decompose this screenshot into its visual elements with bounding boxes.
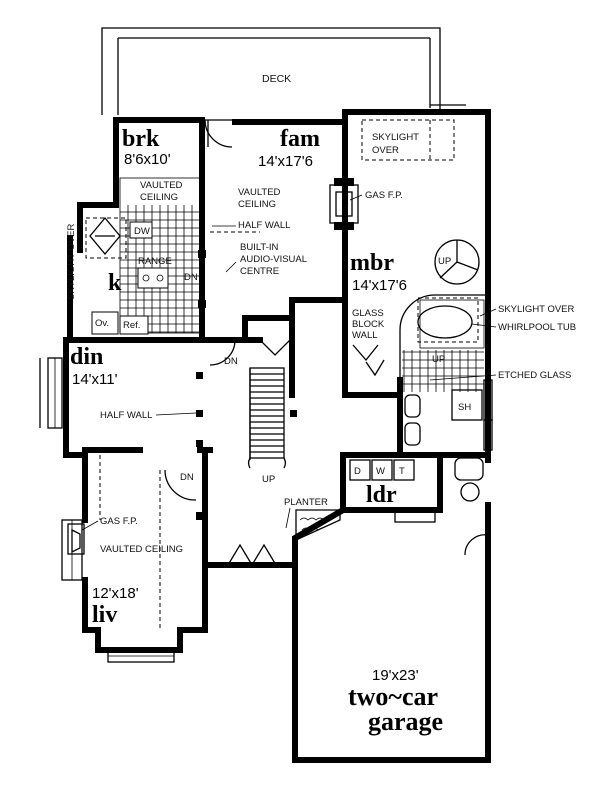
mbr-name: mbr: [350, 250, 394, 276]
columns: [196, 250, 297, 520]
vaulted-ceiling-brk-2: CEILING: [140, 192, 178, 203]
half-wall-din: HALF WALL: [100, 410, 152, 421]
fam-dim: 14'x17'6: [258, 153, 313, 170]
din-dim: 14'x11': [72, 371, 118, 388]
fam-name: fam: [280, 126, 320, 152]
gas-fp-liv: GAS F.P.: [100, 516, 138, 527]
dw-label: DW: [134, 226, 150, 237]
half-wall-fam: HALF WALL: [238, 220, 290, 231]
skylights: [85, 119, 479, 343]
half-walls: [99, 231, 260, 630]
garage-dim: 19'x23': [372, 667, 419, 684]
glass-block-3: WALL: [352, 330, 378, 341]
interior-walls: [82, 147, 491, 513]
built-in-1: BUILT-IN: [240, 242, 278, 253]
skylight-over-top-2: OVER: [372, 145, 399, 156]
brk-name: brk: [122, 126, 160, 152]
doors: [164, 119, 489, 566]
ref-label: Ref.: [123, 320, 140, 331]
fireplaces: [67, 178, 359, 555]
vaulted-ceiling-brk-1: VAULTED: [140, 180, 183, 191]
dn-kitchen: DN: [184, 272, 198, 283]
vaulted-ceiling-fam-2: CEILING: [238, 199, 276, 210]
brk-dim: 8'6x10': [124, 151, 171, 168]
up-mbr: UP: [438, 256, 451, 267]
vaulted-ceiling-liv: VAULTED CEILING: [100, 544, 183, 555]
garage-name-1: two~car: [348, 682, 438, 711]
ldr-name: ldr: [366, 482, 397, 508]
sh-label: SH: [458, 402, 471, 413]
whirlpool-tub: WHIRLPOOL TUB: [498, 322, 576, 333]
planter-label: PLANTER: [284, 497, 328, 508]
range-label: RANGE: [138, 256, 172, 267]
exterior-walls: [63, 109, 491, 763]
skylight-over-bath: SKYLIGHT OVER: [498, 304, 575, 315]
w-label: W: [376, 466, 385, 477]
d-label: D: [354, 466, 361, 477]
gas-fp-fam: GAS F.P.: [365, 190, 403, 201]
spiral-stair: [434, 239, 480, 285]
up-bath: UP: [432, 354, 445, 365]
skylight-over-top-1: SKYLIGHT: [372, 132, 419, 143]
up-stair: UP: [262, 474, 275, 485]
deck: DECK: [101, 27, 441, 115]
dn-hall: DN: [224, 356, 238, 367]
glass-block-2: BLOCK: [352, 319, 385, 330]
skylight-over-side: SKYLIGHT OVER: [66, 223, 77, 300]
leader-lines: [81, 194, 497, 531]
bath-floor: [399, 294, 488, 502]
built-in-3: CENTRE: [240, 266, 279, 277]
glass-block-1: GLASS: [352, 308, 384, 319]
ov-label: Ov.: [95, 318, 109, 329]
vaulted-ceiling-fam-1: VAULTED: [238, 187, 281, 198]
mbr-dim: 14'x17'6: [352, 277, 407, 294]
dn-liv: DN: [180, 472, 194, 483]
main-stair: [248, 367, 286, 469]
din-name: din: [70, 344, 103, 370]
garage-name-2: garage: [368, 707, 443, 736]
deck-label: DECK: [262, 73, 291, 85]
planter: [295, 509, 341, 542]
k-name: k: [108, 270, 122, 296]
kitchen-floor: [89, 177, 201, 335]
laundry: [349, 459, 415, 481]
etched-glass: ETCHED GLASS: [498, 370, 571, 381]
liv-name: liv: [92, 602, 117, 628]
t-label: T: [399, 466, 405, 477]
liv-dim: 12'x18': [92, 585, 139, 602]
built-in-2: AUDIO-VISUAL: [240, 254, 307, 265]
